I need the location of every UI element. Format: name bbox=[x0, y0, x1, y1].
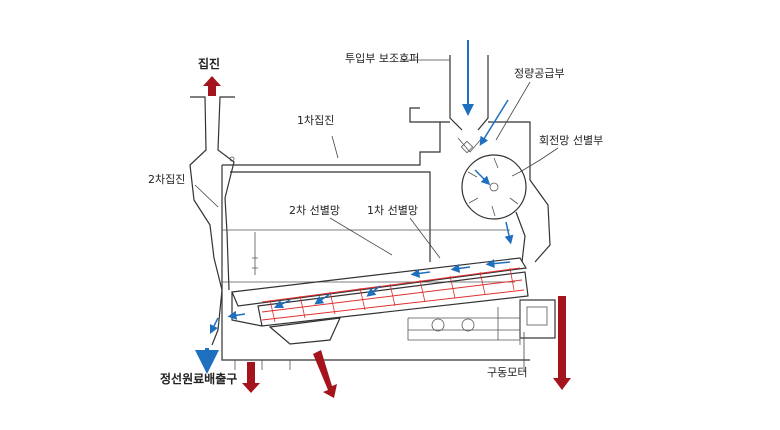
drive-motor-label: 구동모터 bbox=[487, 366, 528, 379]
rotary-sorter-label: 회전망 선별부 bbox=[539, 134, 604, 147]
secondary-dust-duct bbox=[189, 96, 235, 346]
outlet-arrow-2 bbox=[313, 350, 337, 398]
feeder-label: 정량공급부 bbox=[514, 67, 565, 80]
screen-deck bbox=[231, 257, 529, 345]
main-housing bbox=[221, 107, 530, 370]
hopper-body bbox=[440, 55, 531, 180]
secondary-screen-label: 2차 선별망 bbox=[289, 204, 340, 217]
outlet-arrow-3 bbox=[553, 296, 571, 390]
outlet-arrow-1 bbox=[242, 362, 260, 393]
product-outlet-label: 정선원료배출구 bbox=[160, 372, 238, 386]
damper-rod bbox=[252, 232, 258, 275]
discharge-arrows bbox=[203, 76, 571, 398]
hopper-label: 투입부 보조호퍼 bbox=[345, 52, 420, 65]
material-flow-arrows bbox=[195, 40, 514, 374]
dust-exhaust-arrow bbox=[203, 76, 221, 96]
leader-lines bbox=[194, 59, 559, 372]
rotary-drum bbox=[461, 154, 551, 263]
primary-dust-label: 1차집진 bbox=[297, 114, 335, 127]
primary-screen-label: 1차 선별망 bbox=[367, 204, 418, 217]
drive-motor-assembly bbox=[407, 299, 556, 345]
secondary-dust-label: 2차집진 bbox=[148, 173, 186, 186]
dust-collection-label: 집진 bbox=[198, 57, 221, 71]
